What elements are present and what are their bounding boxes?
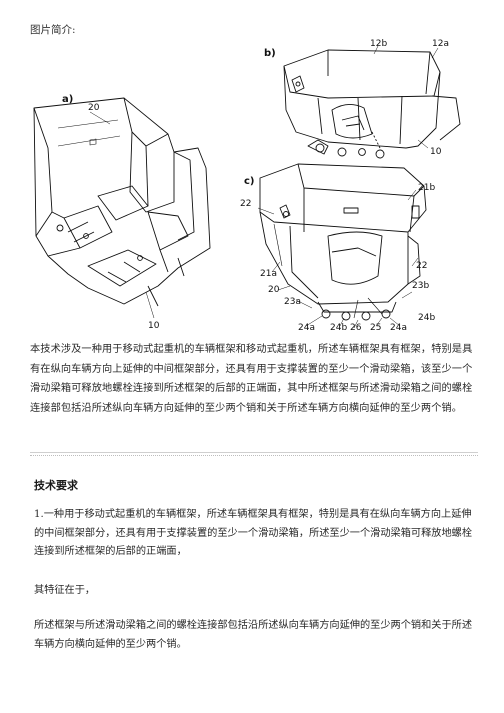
callout-24b-right: 24b <box>418 313 435 323</box>
callout-25: 25 <box>370 323 381 333</box>
figure-panel-b-drawing <box>283 49 461 159</box>
section-divider <box>30 452 478 453</box>
panel-label-c: c) <box>244 176 255 187</box>
intro-label: 图片简介: <box>30 24 76 36</box>
callout-22-left: 22 <box>240 199 251 209</box>
panel-label-a: a) <box>62 94 73 105</box>
panel-label-b: b) <box>264 48 276 59</box>
callout-12a: 12a <box>432 39 449 49</box>
callout-23b: 23b <box>412 281 429 291</box>
claim-characterizing-phrase: 其特征在于， <box>34 585 96 596</box>
callout-22-right: 22 <box>416 261 427 271</box>
figure-panel-c-drawing <box>259 163 427 321</box>
callout-20-a: 20 <box>88 103 100 113</box>
callout-21a: 21a <box>260 269 277 279</box>
callout-21b: 21b <box>418 183 435 193</box>
claim-1-text: 1.一种用于移动式起重机的车辆框架，所述车辆框架具有框架，特别是具有在纵向车辆方… <box>34 509 473 557</box>
callout-23a: 23a <box>284 297 301 307</box>
requirements-title: 技术要求 <box>34 479 78 492</box>
callout-20-c: 20 <box>268 285 280 295</box>
abstract-text: 本技术涉及一种用于移动式起重机的车辆框架和移动式起重机，所述车辆框架具有框架，特… <box>30 344 473 414</box>
callout-12b: 12b <box>370 39 387 49</box>
claim-characterizing-text: 所述框架与所述滑动梁箱之间的螺栓连接部包括沿所述纵向车辆方向延伸的至少两个销和关… <box>34 620 473 650</box>
figure-panel-a-drawing <box>33 97 211 307</box>
patent-figure: a) b) c) 20 10 12b 12a 10 21b 22 22 21a … <box>33 39 461 333</box>
callout-10-a: 10 <box>148 321 160 331</box>
callout-26: 26 <box>350 323 362 333</box>
callout-10-b: 10 <box>430 147 442 157</box>
callout-24a-right: 24a <box>390 323 407 333</box>
leader-lines <box>89 45 439 329</box>
callout-24a-left: 24a <box>298 323 315 333</box>
section-divider-dotted <box>30 455 478 456</box>
callout-24b-left: 24b <box>330 323 347 333</box>
